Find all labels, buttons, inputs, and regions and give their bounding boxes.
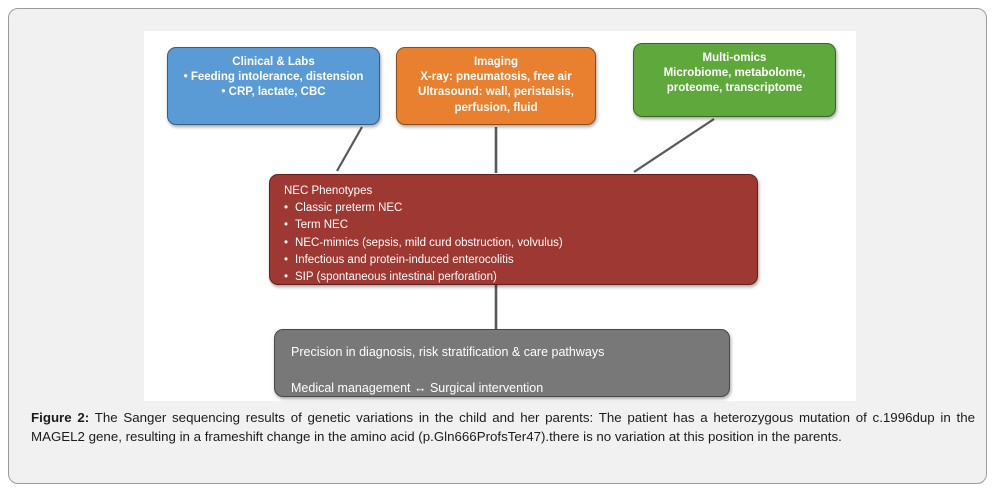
phenotype-list-item: Classic preterm NEC	[284, 201, 757, 216]
connector-omics-to-phenotypes	[633, 118, 715, 173]
node-omics-line-1: Microbiome, metabolome,	[663, 67, 806, 80]
node-omics-title: Multi-omics	[702, 52, 767, 64]
node-outcome[interactable]: Precision in diagnosis, risk stratificat…	[274, 329, 730, 397]
node-clinical-and-labs[interactable]: Clinical & Labs • Feeding intolerance, d…	[167, 47, 380, 125]
node-nec-phenotypes[interactable]: NEC Phenotypes Classic preterm NEC Term …	[269, 174, 758, 285]
phenotype-list-item: Term NEC	[284, 218, 757, 233]
connector-layer	[336, 118, 715, 329]
node-imaging[interactable]: Imaging X-ray: pneumatosis, free air Ult…	[396, 47, 596, 125]
figure-caption: Figure 2: The Sanger sequencing results …	[31, 409, 975, 447]
phenotype-list-item: SIP (spontaneous intestinal perforation)	[284, 270, 757, 285]
node-clinical-line-1: • Feeding intolerance, distension	[183, 71, 364, 84]
node-phenotypes-title: NEC Phenotypes	[284, 185, 373, 197]
figure-frame: Clinical & Labs • Feeding intolerance, d…	[8, 8, 987, 484]
node-outcome-line-2: Medical management ↔ Surgical interventi…	[291, 380, 544, 395]
phenotype-list-item: NEC-mimics (sepsis, mild curd obstructio…	[284, 236, 757, 251]
diagram-canvas: Clinical & Labs • Feeding intolerance, d…	[144, 31, 856, 401]
node-imaging-line-1: X-ray: pneumatosis, free air	[420, 71, 572, 84]
phenotype-list: Classic preterm NEC Term NEC NEC-mimics …	[284, 201, 757, 285]
figure-caption-text: The Sanger sequencing results of genetic…	[31, 410, 976, 444]
node-outcome-line-1: Precision in diagnosis, risk stratificat…	[291, 345, 605, 359]
connector-clinical-to-phenotypes	[336, 126, 363, 172]
node-imaging-line-2: Ultrasound: wall, peristalsis,	[418, 86, 574, 99]
phenotype-list-item: Infectious and protein-induced enterocol…	[284, 253, 757, 268]
node-imaging-line-3: perfusion, fluid	[454, 101, 538, 114]
node-multi-omics[interactable]: Multi-omics Microbiome, metabolome, prot…	[633, 43, 836, 117]
figure-caption-label: Figure 2:	[31, 410, 90, 425]
node-clinical-line-2: • CRP, lactate, CBC	[221, 86, 326, 99]
node-clinical-title: Clinical & Labs	[232, 56, 315, 68]
node-omics-line-2: proteome, transcriptome	[666, 82, 803, 95]
node-imaging-title: Imaging	[473, 56, 519, 68]
